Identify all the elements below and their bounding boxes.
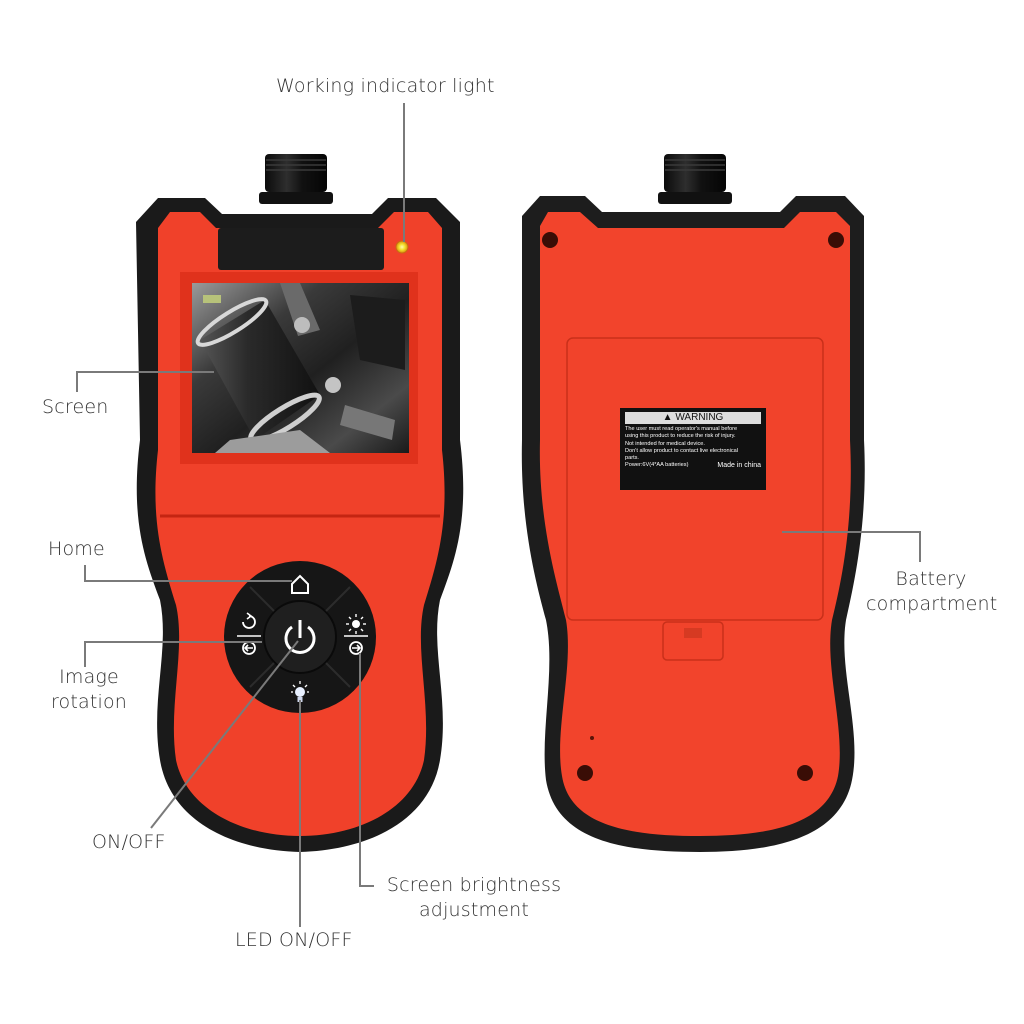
warning-power: Power:6V(4*AA batteries) <box>625 462 689 469</box>
label-image-rotation: Image rotation <box>44 665 134 715</box>
label-battery-line2: compartment <box>866 593 998 615</box>
label-battery-compartment: Battery compartment <box>866 567 998 617</box>
microphone-hole <box>590 736 594 740</box>
warning-line: using this product to reduce the risk of… <box>625 433 736 440</box>
leader-image-rotation <box>84 641 262 667</box>
home-button[interactable] <box>291 574 309 594</box>
label-screen-brightness: Screen brightness adjustment <box>376 873 572 923</box>
label-home: Home <box>48 538 105 560</box>
label-screen: Screen <box>42 396 109 418</box>
screen-brightness-button[interactable] <box>344 614 368 655</box>
working-indicator-led <box>395 240 409 254</box>
back-device <box>521 154 865 852</box>
leader-screen <box>76 371 214 392</box>
camera-screen <box>192 283 409 453</box>
screw-hole <box>577 765 593 781</box>
led-button[interactable] <box>291 681 309 702</box>
leader-lines <box>76 103 921 927</box>
label-image-rotation-line1: Image <box>59 666 119 688</box>
warning-line: The user must read operator's manual bef… <box>625 426 738 432</box>
back-cable-connector <box>658 154 732 204</box>
screw-hole <box>797 765 813 781</box>
front-logo-strip <box>218 228 384 270</box>
label-screen-brightness-line2: adjustment <box>418 899 530 921</box>
warning-line: Don't allow product to contact live elec… <box>625 447 739 454</box>
power-button[interactable] <box>284 620 316 654</box>
warning-origin: Made in china <box>717 462 761 470</box>
warning-line: Not intended for medical device. <box>625 440 705 447</box>
leader-on-off <box>150 640 299 829</box>
leader-brightness <box>359 653 374 887</box>
warning-line: parts. <box>625 455 639 462</box>
leader-battery <box>782 531 921 562</box>
brightness-right-arrow-icon <box>344 614 368 655</box>
label-on-off: ON/OFF <box>92 831 166 853</box>
label-screen-brightness-line1: Screen brightness <box>386 874 562 896</box>
label-image-rotation-line2: rotation <box>50 691 128 713</box>
label-battery-line1: Battery <box>895 568 967 590</box>
warning-title-bar: ▲ WARNING <box>625 412 761 424</box>
warning-title: WARNING <box>675 412 724 423</box>
warning-triangle-icon: ▲ <box>662 412 673 423</box>
cable-connector <box>259 154 333 204</box>
label-working-indicator-light: Working indicator light <box>276 75 495 97</box>
rotate-left-arrow-icon <box>237 612 261 655</box>
front-device <box>136 154 464 852</box>
leader-home <box>84 565 292 582</box>
screw-hole <box>828 232 844 248</box>
screw-hole <box>542 232 558 248</box>
warning-label: ▲ WARNING The user must read operator's … <box>620 408 766 490</box>
label-led-on-off: LED ON/OFF <box>235 929 353 951</box>
image-rotation-button[interactable] <box>237 612 261 655</box>
lightbulb-icon <box>291 681 309 702</box>
power-icon <box>284 620 316 654</box>
house-icon <box>291 574 309 594</box>
battery-latch[interactable] <box>662 621 724 661</box>
